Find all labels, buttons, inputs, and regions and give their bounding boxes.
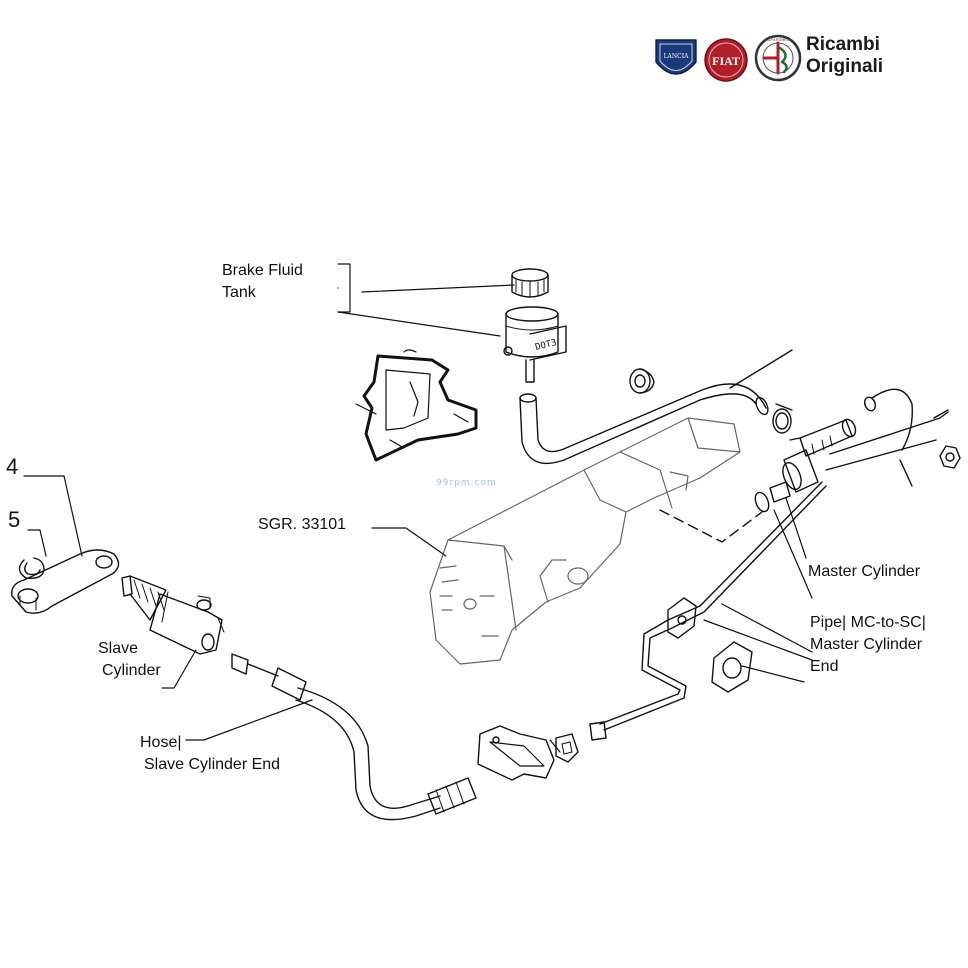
circlip (18, 557, 45, 580)
brake-fluid-tank-label-line2: Tank (222, 284, 256, 301)
pipe-clamp (555, 733, 579, 763)
fiat-logo-text: FIAT (712, 54, 740, 68)
slave-cylinder (121, 575, 225, 655)
lancia-logo-text: LANCIA (664, 53, 690, 60)
hose-leader (185, 699, 313, 741)
gasket (711, 641, 753, 693)
master-cylinder-label: Master Cylinder (808, 563, 921, 580)
slave-cylinder-label-line2: Cylinder (102, 662, 161, 679)
slave-cylinder-label: Slave Cylinder (98, 638, 161, 682)
brake-fluid-tank-label: Brake Fluid Tank (222, 260, 303, 304)
tank-leader-lines (337, 263, 515, 337)
reservoir-marking: DOT3 (534, 338, 557, 353)
alfa-romeo-logo-text: ALFA ROMEO (767, 38, 790, 42)
master-cylinder (754, 388, 913, 513)
pipe-label-line1: Pipe| MC-to-SC| (810, 614, 926, 631)
mc-to-sc-pipe (589, 481, 827, 741)
item-number-5: 5 (8, 507, 21, 532)
item-leaders (23, 475, 83, 557)
pipe-label: Pipe| MC-to-SC| Master Cylinder End (810, 612, 926, 678)
pipe-end-leaders (703, 603, 813, 683)
slave-cylinder-label-line1: Slave (98, 640, 139, 657)
sgr-leader (371, 527, 447, 557)
slave-cylinder-leader (161, 649, 197, 689)
mounting-bracket (355, 349, 478, 462)
pipe-label-leader (773, 509, 813, 599)
pipe-label-line3: End (810, 658, 839, 675)
pedal-support-housing (429, 417, 741, 665)
watermark: 99rpm.com (436, 478, 497, 488)
clutch-release-lever (11, 549, 120, 614)
hose-label-line2: Slave Cylinder End (144, 756, 281, 773)
brake-fluid-tank-label-line1: Brake Fluid (222, 262, 303, 279)
brake-fluid-reservoir: DOT3 (503, 306, 567, 383)
nut (939, 445, 961, 469)
hose-clip (772, 403, 793, 434)
item-number-4: 4 (6, 454, 19, 479)
slave-cylinder-hose (231, 653, 477, 821)
sgr-label: SGR. 33101 (258, 516, 347, 533)
brand-line-2: Originali (806, 56, 884, 77)
master-cylinder-leader (785, 497, 807, 559)
reservoir-cap (511, 268, 549, 298)
pipe-label-line2: Master Cylinder (810, 636, 923, 653)
rubber-grommet (629, 368, 655, 394)
fiat-logo: FIAT (704, 38, 748, 82)
lower-bracket (477, 725, 561, 781)
lancia-logo: LANCIA (655, 39, 697, 75)
brand-text: Ricambi Originali (806, 34, 883, 78)
brand-line-1: Ricambi (806, 34, 880, 55)
right-pipe-fragments (825, 409, 949, 487)
hose-label: Hose| Slave Cylinder End (140, 732, 280, 776)
reservoir-hose (519, 349, 793, 465)
housing-dashed-link (659, 509, 763, 543)
alfa-romeo-logo: ALFA ROMEO (754, 34, 802, 82)
hose-label-line1: Hose| (140, 734, 182, 751)
